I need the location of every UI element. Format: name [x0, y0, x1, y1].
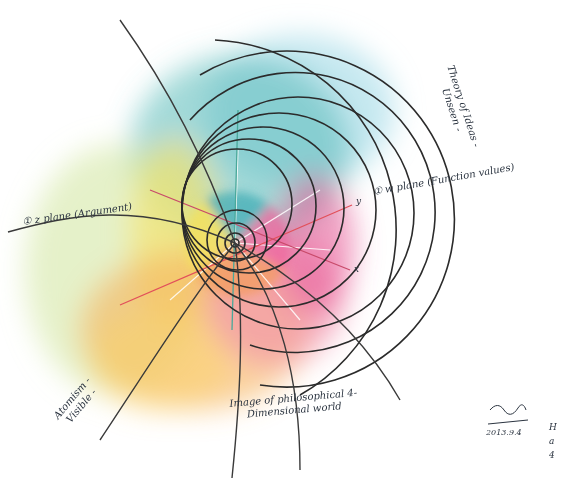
plane-label: ① w plane (Function values) [372, 155, 551, 198]
circle-family [182, 40, 454, 395]
axis-label: y [356, 196, 370, 207]
guide-curves [8, 20, 400, 478]
axis-label: x [354, 264, 368, 275]
edge-fragment: 4 [549, 450, 559, 461]
white-rays [170, 150, 330, 320]
date-note: 2013.9.4 [486, 428, 546, 438]
signature-scribble [488, 405, 528, 424]
edge-fragment: a [549, 436, 559, 447]
edge-fragment: H [549, 422, 559, 433]
watercolor-wash [25, 35, 395, 410]
